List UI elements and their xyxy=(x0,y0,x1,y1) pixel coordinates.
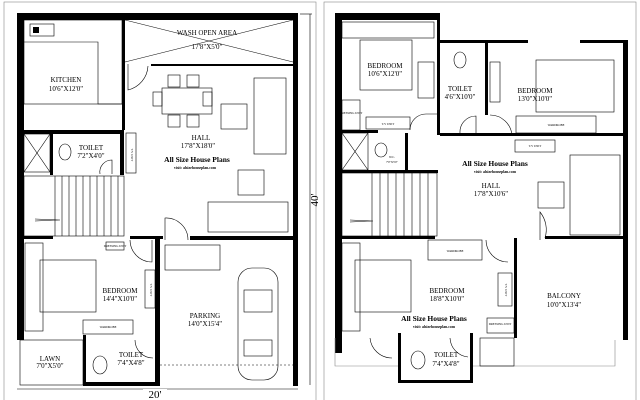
toilet-size: 7'4"X4'8" xyxy=(117,359,144,367)
sofa xyxy=(207,201,289,233)
staircase xyxy=(341,172,438,237)
bed xyxy=(359,39,413,91)
bedroom-name: BEDROOM xyxy=(102,287,138,295)
bed xyxy=(535,59,615,113)
hall-name: HALL xyxy=(482,182,501,190)
width-dimension-backdrop xyxy=(143,389,167,400)
bed xyxy=(39,259,97,313)
tv-unit-label: T.V UNIT xyxy=(504,284,508,297)
brand-watermark: All Size House Plans xyxy=(462,159,528,168)
tv-unit-label: T.V UNIT xyxy=(130,149,134,162)
brand-watermark: All Size House Plans xyxy=(401,314,467,323)
dining-table xyxy=(152,74,213,128)
wash-area-name: WASH OPEN AREA xyxy=(177,29,237,37)
lawn-size: 7'0"X5'0" xyxy=(36,362,63,370)
toilet2-name: TOILET xyxy=(434,351,459,359)
tv-unit-label: T.V UNIT xyxy=(529,144,542,148)
hall-name: HALL xyxy=(192,134,211,142)
first-floor-walls xyxy=(335,13,628,383)
dressing-unit-label: DRESSING UNIT xyxy=(104,244,127,248)
toilet-name: TOILET xyxy=(79,144,104,152)
kitchen-name: KITCHEN xyxy=(51,76,82,84)
wardrobe xyxy=(427,239,483,261)
parking-size: 14'0"X15'4" xyxy=(188,320,222,328)
toilet1-size: 4'6"X10'0" xyxy=(445,93,476,101)
wardrobe-label: WARDROBE xyxy=(548,123,565,127)
parking-name: PARKING xyxy=(190,312,220,320)
bedroom1-name: BEDROOM xyxy=(367,62,403,70)
balcony-size: 10'0"X13'4" xyxy=(547,301,581,309)
toilet1-name: TOILET xyxy=(448,85,473,93)
plant-box xyxy=(237,169,265,196)
lawn-name: LAWN xyxy=(40,355,60,363)
dressing-unit-label: DRESSING UNIT xyxy=(489,322,512,326)
tv-unit-label: T.V UNIT xyxy=(149,284,153,297)
wardrobe-label: WARDROBE xyxy=(447,249,464,253)
tv-unit-label: T.V UNIT xyxy=(382,122,395,126)
brand-url: visit: alsizehouseplan.com xyxy=(174,166,217,170)
brand-url: visit: alsizehouseplan.com xyxy=(413,325,456,329)
ground-floor-lines xyxy=(17,13,312,390)
hall-size: 17'8"X18'0" xyxy=(181,142,215,150)
kitchen-size: 10'6"X12'0" xyxy=(49,85,83,93)
wc-name: W.C. xyxy=(389,155,395,159)
hall-size: 17'8"X10'6" xyxy=(474,190,508,198)
bedroom1-size: 10'6"X12'0" xyxy=(368,70,402,78)
wardrobe-label: WARDROBE xyxy=(100,325,117,329)
toilet-size: 7'2"X4'0" xyxy=(77,152,104,160)
sofa xyxy=(569,154,621,236)
bedroom-size: 14'4"X10'0" xyxy=(103,295,137,303)
toilet2-size: 7'4"X4'8" xyxy=(432,360,459,368)
dressing-unit-label: DRESSING UNIT xyxy=(340,111,363,115)
wardrobe xyxy=(515,115,597,134)
depth-dimension: 40' xyxy=(309,193,321,206)
balcony-name: BALCONY xyxy=(547,292,581,300)
brand-url: visit: alsizehouseplan.com xyxy=(474,170,517,174)
car xyxy=(237,267,279,381)
bedroom2-size: 13'0"X10'0" xyxy=(518,95,552,103)
wardrobe xyxy=(82,319,134,335)
toilet-name: TOILET xyxy=(119,351,144,359)
bedroom3-name: BEDROOM xyxy=(429,287,465,295)
tv-unit xyxy=(125,132,137,174)
plant-box xyxy=(220,103,248,130)
first-floor-frame xyxy=(323,1,637,400)
bedroom3-size: 18'8"X10'0" xyxy=(430,295,464,303)
staircase xyxy=(23,175,125,237)
plant-box xyxy=(537,181,565,209)
wash-area-size: 17'8"X5'0" xyxy=(192,43,223,51)
ground-floor-walls xyxy=(17,13,298,386)
brand-watermark: All Size House Plans xyxy=(164,155,230,164)
bedroom2-name: BEDROOM xyxy=(517,87,553,95)
ground-floor-frame xyxy=(3,1,317,400)
wc-size: 7'0"X5'0" xyxy=(386,160,398,164)
bed xyxy=(354,259,412,313)
sofa xyxy=(253,77,287,155)
first-floor-lines xyxy=(334,21,621,370)
width-dimension: 20' xyxy=(149,389,162,400)
